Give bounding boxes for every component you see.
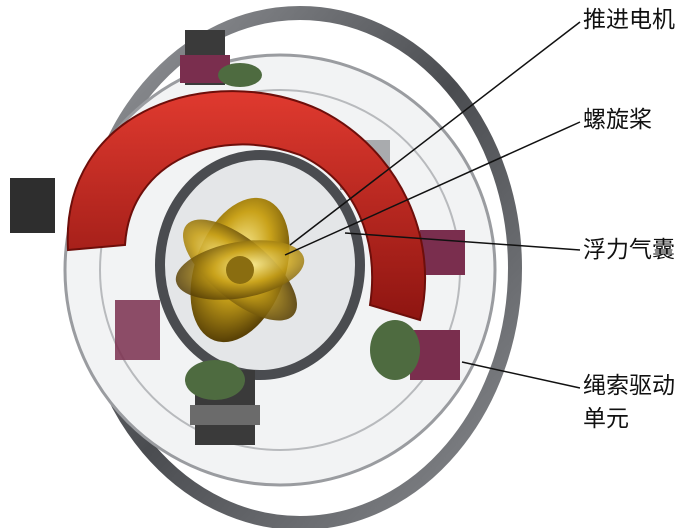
- leader-line-airbag: [344, 232, 581, 251]
- label-motor: 推进电机: [583, 7, 675, 33]
- leader-line-cable-drive: [461, 361, 581, 389]
- bracket-left: [115, 300, 160, 360]
- label-propeller: 螺旋桨: [583, 107, 652, 133]
- motor-left: [10, 178, 55, 233]
- label-airbag: 浮力气囊: [583, 237, 675, 263]
- bracket-right: [420, 230, 465, 275]
- leader-line-motor: [289, 21, 581, 246]
- label-cable-drive-line1: 绳索驱动: [583, 373, 675, 399]
- buoyancy-airbag: [66, 90, 427, 322]
- leader-line-propeller: [284, 121, 581, 256]
- propeller: [175, 197, 305, 343]
- label-cable-drive-line2: 单元: [583, 406, 629, 432]
